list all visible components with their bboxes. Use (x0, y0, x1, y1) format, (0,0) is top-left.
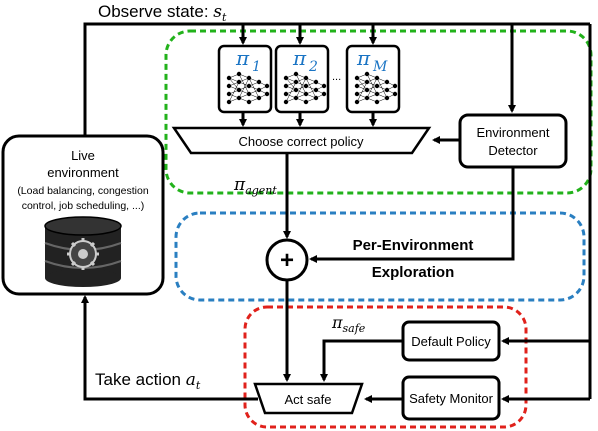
svg-text:(Load balancing, congestion: (Load balancing, congestion (17, 185, 149, 197)
exploration-label-1: Per-Environment (353, 237, 474, 254)
svg-text:π: π (356, 46, 371, 70)
svg-text:2: 2 (308, 59, 318, 75)
observe-state-label: Observe state: st (98, 2, 227, 24)
svg-text:Live: Live (71, 148, 95, 163)
svg-text:Default Policy: Default Policy (411, 334, 491, 349)
svg-text:Act safe: Act safe (285, 392, 332, 407)
svg-text:π: π (292, 46, 307, 70)
default-policy: Default Policy (401, 320, 501, 362)
pi-safe-label: πsafe (331, 313, 366, 335)
svg-text:Choose correct policy: Choose correct policy (239, 134, 364, 149)
svg-text:M: M (372, 59, 388, 75)
live-environment: Live environment (Load balancing, conges… (1, 134, 165, 296)
policy-ellipsis: ... (332, 71, 341, 83)
combine-node: + (265, 238, 309, 282)
svg-text:π: π (235, 46, 250, 70)
svg-text:1: 1 (252, 59, 261, 75)
pi-agent-label: πagent (233, 175, 277, 197)
database-gear-icon (44, 216, 122, 287)
svg-text:control, job scheduling, ...): control, job scheduling, ...) (22, 200, 145, 212)
svg-text:Environment: Environment (477, 125, 550, 140)
policy-pi1: π 1 (217, 44, 273, 114)
safety-group-box (243, 305, 528, 429)
svg-text:+: + (280, 247, 294, 274)
svg-text:Safety Monitor: Safety Monitor (409, 391, 493, 406)
environment-detector: Environment Detector (458, 113, 568, 169)
policy-pi2: π 2 (274, 44, 330, 114)
choose-policy-block: Choose correct policy (171, 126, 432, 155)
exploration-label-2: Exploration (372, 264, 455, 281)
svg-text:Detector: Detector (488, 143, 538, 158)
observe-line (83, 22, 512, 138)
take-action-label: Take action at (95, 370, 201, 392)
safety-monitor: Safety Monitor (401, 375, 501, 421)
exploration-group-box (174, 211, 586, 302)
svg-text:environment: environment (47, 165, 119, 180)
act-safe-block: Act safe (253, 382, 364, 415)
policy-pim: π M (345, 44, 401, 114)
